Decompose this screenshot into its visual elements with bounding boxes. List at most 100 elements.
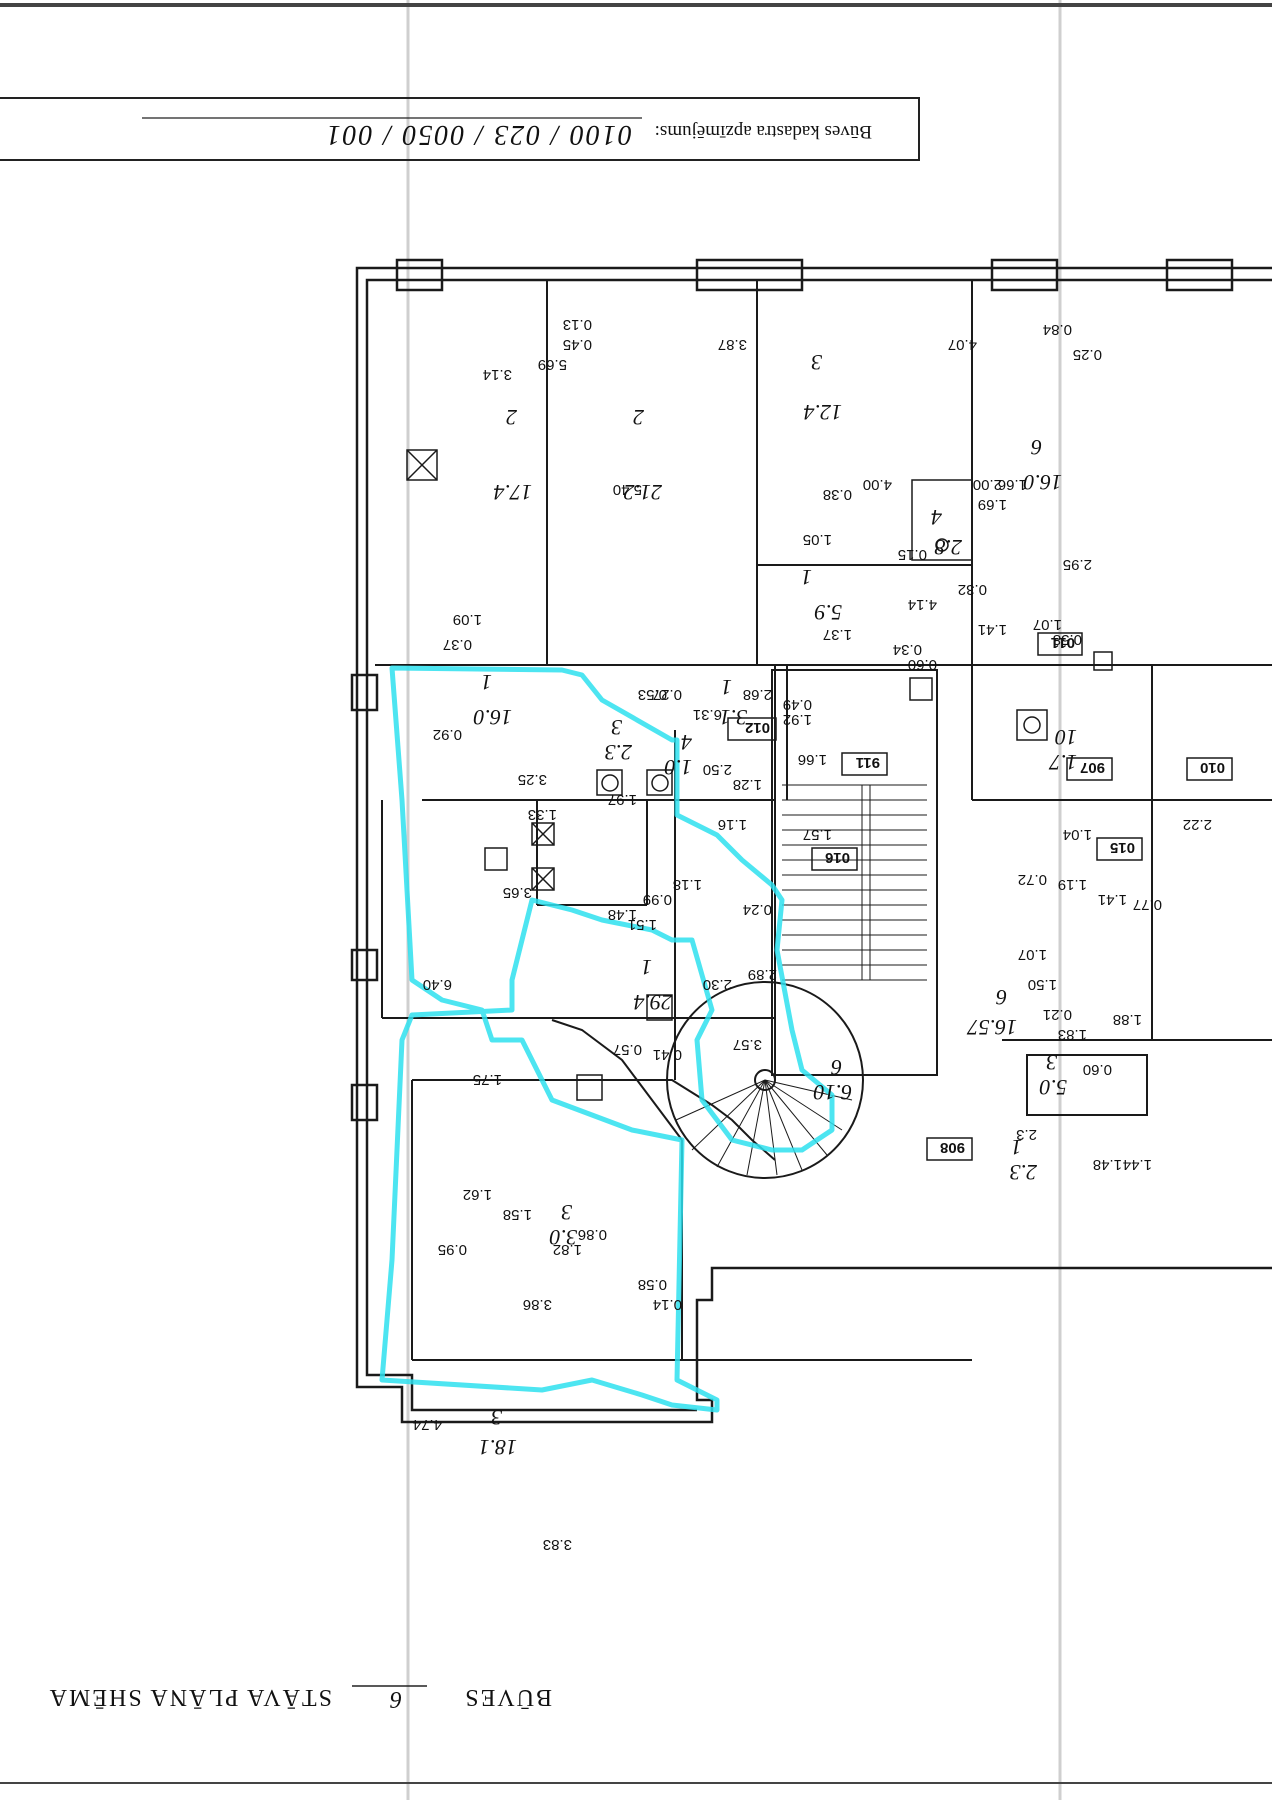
dimension-label: 1.66 bbox=[798, 751, 827, 768]
spiral-stair bbox=[666, 981, 864, 1179]
exterior-walls bbox=[350, 258, 1272, 1424]
dimension-label: 0.57 bbox=[613, 1041, 642, 1058]
dimension-label: 3.83 bbox=[543, 1536, 572, 1553]
interior-walls bbox=[375, 280, 1272, 1361]
dimension-label: 2.3 bbox=[1016, 1126, 1037, 1143]
dimension-label: 1.05 bbox=[803, 531, 832, 548]
dimension-label: 1.41 bbox=[978, 621, 1007, 638]
room-code: 016 bbox=[825, 849, 850, 866]
dimension-label: 2.22 bbox=[1183, 816, 1212, 833]
dimension-label: 0.45 bbox=[563, 336, 592, 353]
dimension-label: 1.88 bbox=[1113, 1011, 1142, 1028]
window bbox=[1165, 258, 1234, 292]
window bbox=[990, 258, 1059, 292]
room-label: 6 bbox=[996, 985, 1007, 1010]
dimension-label: 6.40 bbox=[423, 976, 452, 993]
exterior-wall-inner bbox=[365, 278, 1272, 1412]
room-label: 1 bbox=[801, 565, 812, 590]
room-code: 908 bbox=[940, 1139, 965, 1156]
dimension-label: 0.53 bbox=[638, 686, 667, 703]
room-code: 012 bbox=[745, 719, 770, 736]
dimension-label: 1.51 bbox=[628, 916, 657, 933]
dimension-label: 1.82 bbox=[553, 1241, 582, 1258]
room-label: 1 bbox=[641, 955, 652, 980]
dimension-label: 4.14 bbox=[908, 596, 937, 613]
room-label: 1 bbox=[721, 675, 732, 700]
plan-title-suffix: STĀVA PLĀNA SHĒMA bbox=[48, 1684, 332, 1710]
dimension-labels: 3.14 5.69 3.87 4.07 5.40 0.15 0.13 0.45 … bbox=[413, 316, 1212, 1553]
wall bbox=[412, 1079, 776, 1161]
dimension-label: 1.37 bbox=[823, 626, 852, 643]
dimension-label: 1.33 bbox=[528, 806, 557, 823]
room-label: 4 bbox=[931, 505, 942, 530]
room-label: 6 bbox=[1031, 435, 1042, 460]
dimension-label: 0.86 bbox=[578, 1226, 607, 1243]
ventilation-icon bbox=[646, 994, 673, 1021]
room-label: 4 bbox=[681, 730, 692, 755]
ventilation-icon bbox=[576, 1074, 603, 1101]
dimension-label: 1.83 bbox=[1058, 1026, 1087, 1043]
cadastre-box bbox=[0, 97, 920, 161]
dimension-label: 1.50 bbox=[1028, 976, 1057, 993]
dimension-label: 0.38 bbox=[823, 486, 852, 503]
dimension-label: 0.99 bbox=[643, 891, 672, 908]
window bbox=[350, 1083, 379, 1122]
plan-title-prefix: BŪVES bbox=[463, 1684, 552, 1710]
dimension-label: 1.92 bbox=[783, 711, 812, 728]
dimension-label: 0.60 bbox=[1083, 1061, 1112, 1078]
dimension-label: 1.48 bbox=[608, 906, 637, 923]
dimension-label: 5.40 bbox=[613, 481, 642, 498]
room-area: 5.0 bbox=[1040, 1075, 1068, 1100]
room-code: 907 bbox=[1080, 759, 1105, 776]
room-area: 2.3 bbox=[1010, 1160, 1038, 1185]
dimension-label: 0.27 bbox=[653, 686, 682, 703]
room-label: 3 bbox=[811, 350, 823, 375]
dimension-label: 1.41 bbox=[1098, 891, 1127, 908]
dimension-label: 0.32 bbox=[958, 581, 987, 598]
dimension-label: 0.60 bbox=[908, 656, 937, 673]
dimension-label: 1.16 bbox=[718, 816, 747, 833]
room-label: 6 bbox=[831, 1055, 842, 1080]
dimension-label: 3.25 bbox=[518, 771, 547, 788]
room-label: 10 bbox=[1055, 725, 1077, 750]
dimension-label: 0.14 bbox=[653, 1296, 682, 1313]
toilet-icon bbox=[596, 769, 623, 796]
dimension-label: 1.04 bbox=[1063, 826, 1092, 843]
dimension-label: 2.50 bbox=[703, 761, 732, 778]
dimension-label: 0.95 bbox=[438, 1241, 467, 1258]
dimension-label: 3.57 bbox=[733, 1036, 762, 1053]
dimension-label: 3.87 bbox=[718, 336, 747, 353]
dimension-label: 0.24 bbox=[743, 901, 772, 918]
room-label: 2 bbox=[633, 405, 644, 430]
room-area: 5.9 bbox=[815, 600, 843, 625]
dimension-label: 0.25 bbox=[1073, 346, 1102, 363]
room-area: 1.7 bbox=[1049, 750, 1078, 775]
dimension-label: 2.00 bbox=[973, 476, 1002, 493]
dimension-label: 0.41 bbox=[653, 1046, 682, 1063]
dimension-label: 0.58 bbox=[638, 1276, 667, 1293]
window bbox=[395, 258, 444, 292]
room-area: 16.0 bbox=[474, 705, 513, 730]
dimension-label: 1.48 bbox=[1093, 1156, 1122, 1173]
shower-icon bbox=[911, 479, 973, 561]
room-area: 18.1 bbox=[479, 1435, 518, 1460]
room-area: 12.4 bbox=[804, 400, 843, 425]
dimension-label: 1.69 bbox=[978, 496, 1007, 513]
dimension-label: 0.13 bbox=[563, 316, 592, 333]
window bbox=[350, 673, 379, 712]
room-area: 2.3 bbox=[605, 740, 633, 765]
dimension-label: 2.95 bbox=[1063, 556, 1092, 573]
room-codes: 012 911 016 011 908 010 015 907 bbox=[727, 632, 1233, 1161]
dimension-label: 2.68 bbox=[743, 686, 772, 703]
dimension-label: 4.00 bbox=[863, 476, 892, 493]
dimension-label: 0.92 bbox=[433, 726, 462, 743]
ventilation-icon bbox=[531, 867, 555, 891]
dimension-label: 1.75 bbox=[473, 1071, 502, 1088]
ventilation-icon bbox=[531, 822, 555, 846]
plan-title-number: 6 bbox=[388, 1686, 402, 1712]
toilet-icon bbox=[909, 677, 933, 701]
